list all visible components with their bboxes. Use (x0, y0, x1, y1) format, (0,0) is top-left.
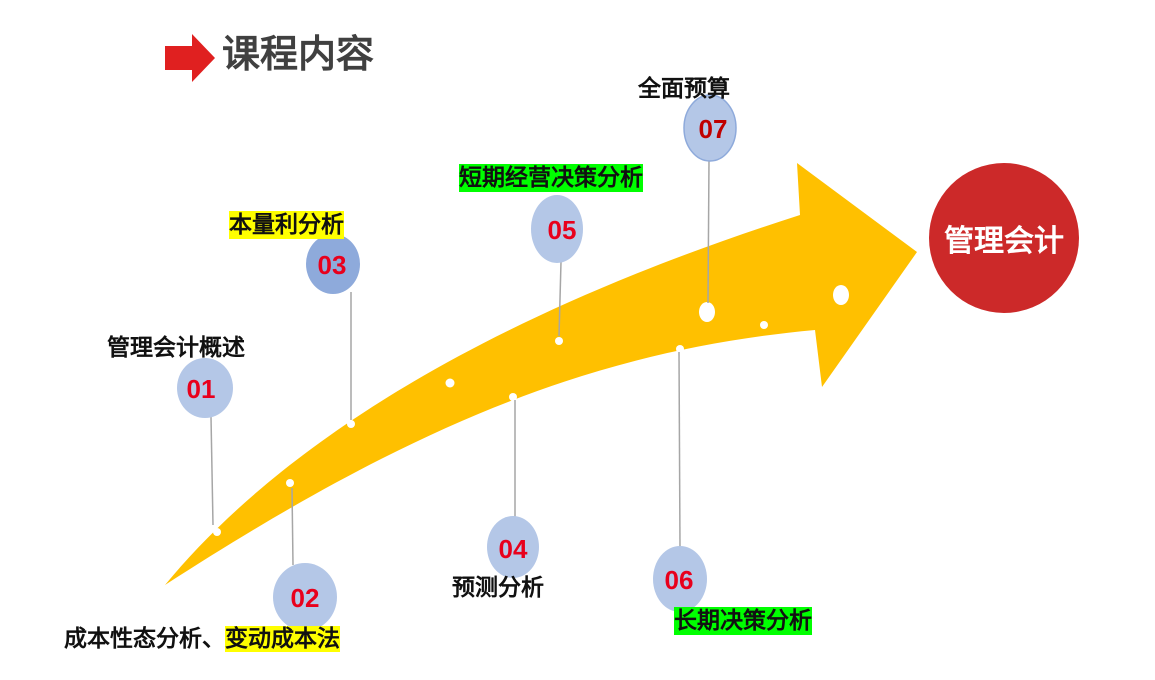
arrow-dot (833, 285, 849, 305)
milestone-label-02: 成本性态分析、变动成本法 (64, 625, 340, 653)
milestone-label-06: 长期决策分析 (674, 607, 812, 635)
milestone-label-03: 本量利分析 (229, 211, 344, 239)
milestone-number: 03 (318, 250, 347, 280)
milestone-number: 01 (187, 374, 216, 404)
progress-arrow (165, 163, 917, 585)
milestone-number: 06 (665, 565, 694, 595)
milestone-04: 04 (487, 516, 539, 578)
arrow-dot (347, 420, 355, 428)
milestone-number: 02 (291, 583, 320, 613)
center-label: 管理会计 (944, 224, 1064, 259)
connector-line-07 (707, 159, 710, 304)
milestone-number: 04 (499, 534, 528, 564)
connector-line-05 (558, 261, 562, 337)
milestone-01: 01 (177, 358, 233, 418)
arrow-dot (676, 345, 684, 353)
arrow-dot (509, 393, 517, 401)
arrow-dot (213, 528, 221, 536)
milestone-number: 05 (548, 215, 577, 245)
milestone-02: 02 (273, 563, 337, 631)
arrow-dot (445, 378, 455, 388)
milestone-label-05: 短期经营决策分析 (459, 164, 643, 192)
milestone-label-02-highlight: 变动成本法 (225, 626, 340, 652)
milestone-label-04: 预测分析 (452, 575, 544, 601)
header-arrow-icon (165, 34, 215, 82)
milestone-label-07: 全面预算 (638, 76, 730, 102)
milestone-label-01: 管理会计概述 (107, 335, 245, 361)
milestone-06: 06 (653, 546, 707, 612)
arrow-dot (760, 321, 768, 329)
milestone-03: 03 (306, 234, 360, 294)
arrow-dot (555, 337, 563, 345)
milestone-label-02-plain: 成本性态分析、 (64, 626, 225, 652)
arrow-dot (286, 479, 294, 487)
connector-line-06 (678, 351, 681, 549)
connector-line-02 (291, 487, 294, 566)
milestone-07: 07 (683, 94, 737, 162)
page-title: 课程内容 (222, 32, 375, 76)
connector-line-01 (210, 416, 214, 526)
center-circle (929, 163, 1079, 313)
arrow-dot (699, 302, 715, 322)
milestone-05: 05 (531, 195, 583, 263)
milestone-number: 07 (699, 114, 728, 144)
